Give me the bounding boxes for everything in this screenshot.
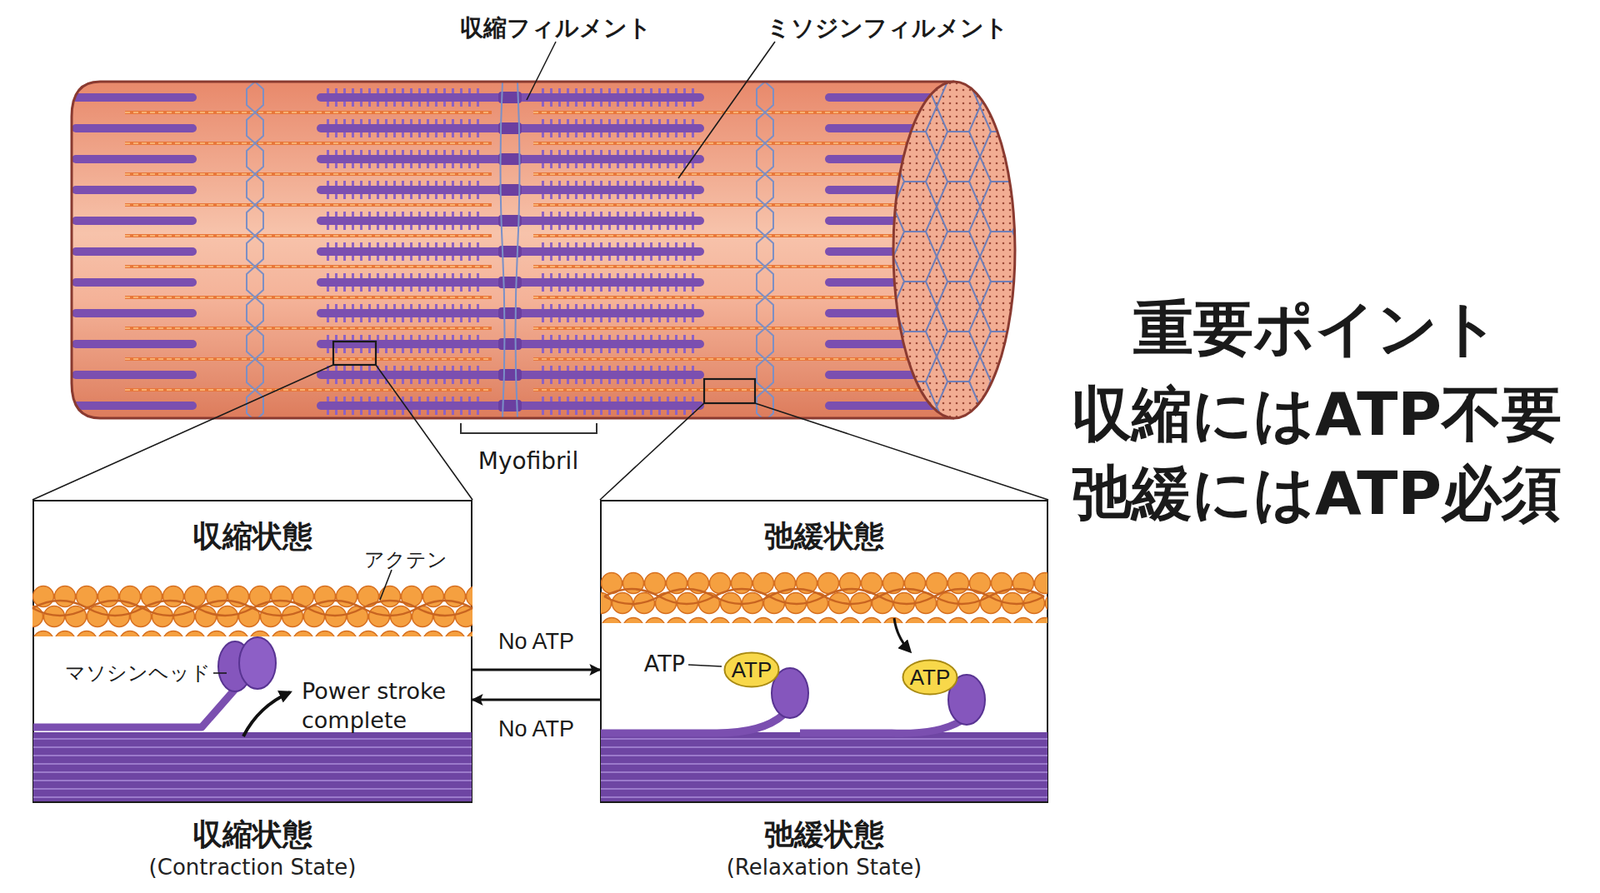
part-label: マソシンヘッド bbox=[65, 660, 211, 687]
z-line bbox=[755, 81, 775, 424]
fiber-end-pattern bbox=[891, 81, 1017, 419]
key-point-heading: 重要ポイント bbox=[1133, 289, 1500, 370]
fiber-outline bbox=[71, 81, 955, 419]
z-line bbox=[245, 81, 265, 424]
transition-arrow bbox=[472, 669, 600, 672]
key-point: 収縮にはATP不要 bbox=[1071, 375, 1562, 455]
edge-label: No ATP bbox=[498, 629, 575, 655]
state-caption-en: (Relaxation State) bbox=[568, 855, 1080, 880]
inset-heading: 弛緩状態 bbox=[601, 520, 1047, 554]
atp-text: ATP bbox=[901, 659, 959, 696]
part-label: ATP bbox=[644, 650, 685, 677]
m-line bbox=[500, 81, 520, 419]
myofilaments bbox=[71, 81, 959, 424]
state-box: 収縮状態収縮状態(Contraction State) bbox=[32, 500, 473, 804]
muscle-fiber bbox=[71, 81, 1017, 424]
fiber-end-outline bbox=[893, 81, 1015, 419]
atp-ellipse: ATP bbox=[723, 651, 780, 689]
part-label: ミソジンフィルメント bbox=[766, 12, 1009, 45]
key-point: 弛緩にはATP必須 bbox=[1071, 454, 1562, 535]
fiber-end bbox=[893, 81, 1015, 419]
part-label: アクテン bbox=[364, 546, 448, 574]
transition-arrow bbox=[472, 699, 600, 702]
atp-text: ATP bbox=[723, 651, 780, 689]
atp-ellipse: ATP bbox=[901, 659, 959, 696]
part-label: 収縮フィルメント bbox=[460, 12, 652, 45]
state-caption: 弛緩状態 bbox=[568, 818, 1080, 852]
edge-label: No ATP bbox=[498, 716, 575, 743]
fiber-body bbox=[71, 81, 955, 419]
state-caption: 収縮状態 bbox=[0, 818, 505, 852]
state-caption-en: (Contraction State) bbox=[0, 855, 505, 880]
leader-lines bbox=[32, 41, 1049, 500]
action-note: Power stroke complete bbox=[301, 676, 481, 735]
part-label: Myofibril bbox=[478, 447, 579, 475]
